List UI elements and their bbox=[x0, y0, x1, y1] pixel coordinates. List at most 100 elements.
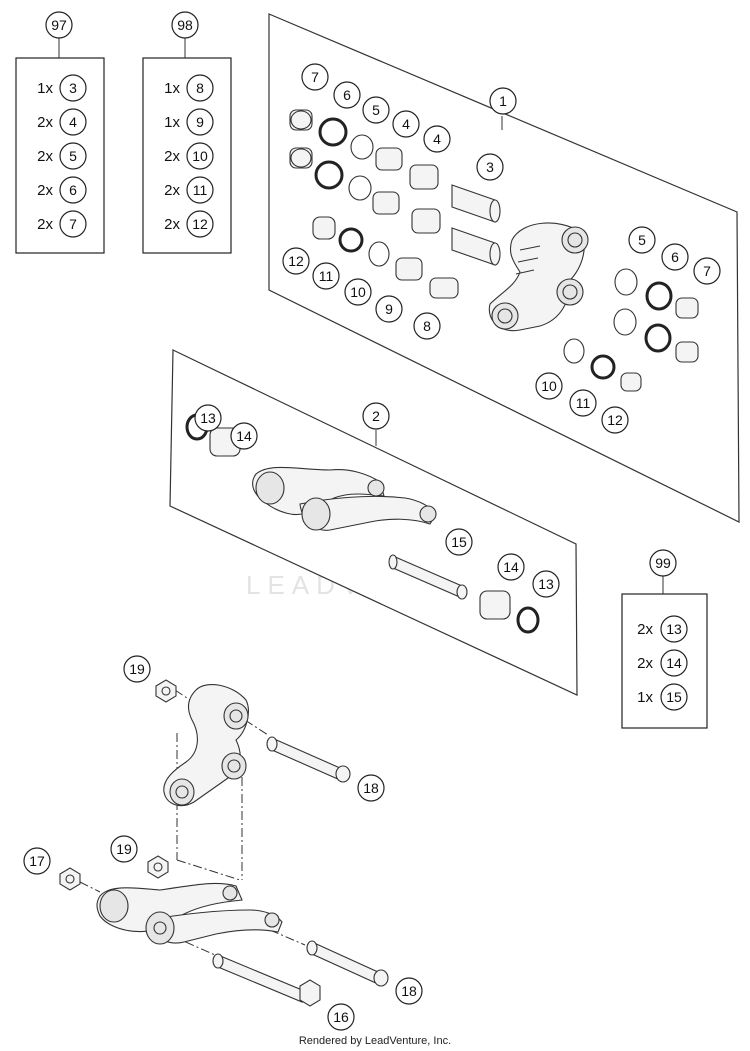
callout-circle[interactable] bbox=[312, 262, 340, 290]
callout-c9[interactable]: 9 bbox=[375, 295, 403, 323]
callout-circle[interactable] bbox=[497, 553, 525, 581]
kit-row-part-callout[interactable] bbox=[186, 108, 214, 136]
callout-c12a[interactable]: 12 bbox=[282, 247, 310, 275]
callout-circle[interactable] bbox=[413, 312, 441, 340]
callout-circle[interactable] bbox=[110, 835, 138, 863]
callout-circle[interactable] bbox=[489, 87, 517, 115]
callout-c17[interactable]: 17 bbox=[23, 847, 51, 875]
kit-98-callout[interactable] bbox=[171, 11, 199, 39]
callout-c10b[interactable]: 10 bbox=[535, 372, 563, 400]
kit-98-number: 98 bbox=[177, 17, 193, 33]
kit-row-part: 7 bbox=[69, 216, 77, 232]
callout-c12b[interactable]: 12 bbox=[601, 406, 629, 434]
callout-circle[interactable] bbox=[693, 257, 721, 285]
kit-row-part-callout[interactable] bbox=[660, 615, 688, 643]
callout-c19b[interactable]: 19 bbox=[110, 835, 138, 863]
callout-c18a[interactable]: 18 bbox=[357, 774, 385, 802]
callout-c7b[interactable]: 7 bbox=[693, 257, 721, 285]
callout-c4a[interactable]: 4 bbox=[392, 110, 420, 138]
callout-circle[interactable] bbox=[476, 153, 504, 181]
callout-circle[interactable] bbox=[23, 847, 51, 875]
callout-c7a[interactable]: 7 bbox=[301, 63, 329, 91]
kit-row-part-callout[interactable] bbox=[186, 142, 214, 170]
kit-row-qty: 2x bbox=[37, 182, 53, 199]
callout-c11a[interactable]: 11 bbox=[312, 262, 340, 290]
kit-row-qty: 2x bbox=[164, 216, 180, 233]
kit-row-part-callout[interactable] bbox=[186, 176, 214, 204]
callout-circle[interactable] bbox=[532, 570, 560, 598]
callout-circle[interactable] bbox=[357, 774, 385, 802]
callout-c5b[interactable]: 5 bbox=[628, 226, 656, 254]
kit-row-part-callout[interactable] bbox=[660, 649, 688, 677]
callout-circle[interactable] bbox=[282, 247, 310, 275]
callout-circle[interactable] bbox=[423, 125, 451, 153]
kit-row-part-callout[interactable] bbox=[59, 210, 87, 238]
kit-row-part-callout[interactable] bbox=[59, 108, 87, 136]
callout-circle[interactable] bbox=[395, 977, 423, 1005]
callout-circle[interactable] bbox=[344, 278, 372, 306]
callout-c2[interactable]: 2 bbox=[362, 402, 390, 430]
callout-c18b[interactable]: 18 bbox=[395, 977, 423, 1005]
callout-circle[interactable] bbox=[628, 226, 656, 254]
kit-row-qty: 2x bbox=[637, 621, 653, 638]
callout-c3[interactable]: 3 bbox=[476, 153, 504, 181]
callout-circle[interactable] bbox=[362, 96, 390, 124]
callout-c16[interactable]: 16 bbox=[327, 1003, 355, 1031]
callout-c14b[interactable]: 14 bbox=[497, 553, 525, 581]
callout-circle[interactable] bbox=[123, 655, 151, 683]
callout-c6b[interactable]: 6 bbox=[661, 243, 689, 271]
kit-row-part: 5 bbox=[69, 148, 77, 164]
callout-circle[interactable] bbox=[535, 372, 563, 400]
callout-circle[interactable] bbox=[445, 528, 473, 556]
kit-99-number: 99 bbox=[655, 555, 671, 571]
callout-circle[interactable] bbox=[194, 404, 222, 432]
kit-row: 1x 8 bbox=[164, 74, 214, 102]
callout-label: 9 bbox=[385, 301, 393, 317]
kit-row-part-callout[interactable] bbox=[660, 683, 688, 711]
callout-c15[interactable]: 15 bbox=[445, 528, 473, 556]
kit-row-part-callout[interactable] bbox=[59, 74, 87, 102]
callout-label: 2 bbox=[372, 408, 380, 424]
kit-row-qty: 2x bbox=[637, 655, 653, 672]
callout-c5a[interactable]: 5 bbox=[362, 96, 390, 124]
callout-c19a[interactable]: 19 bbox=[123, 655, 151, 683]
callout-label: 6 bbox=[343, 87, 351, 103]
callout-circle[interactable] bbox=[327, 1003, 355, 1031]
kit-row-part-callout[interactable] bbox=[59, 142, 87, 170]
kit-97-callout[interactable] bbox=[45, 11, 73, 39]
callout-c8[interactable]: 8 bbox=[413, 312, 441, 340]
callout-c14a[interactable]: 14 bbox=[230, 422, 258, 450]
kit-row-part: 8 bbox=[196, 80, 204, 96]
kit-row-part-callout[interactable] bbox=[59, 176, 87, 204]
callout-circle[interactable] bbox=[301, 63, 329, 91]
callout-circle[interactable] bbox=[569, 389, 597, 417]
callout-circle[interactable] bbox=[601, 406, 629, 434]
callout-c13b[interactable]: 13 bbox=[532, 570, 560, 598]
callout-circle[interactable] bbox=[375, 295, 403, 323]
callout-circle[interactable] bbox=[230, 422, 258, 450]
callout-c4b[interactable]: 4 bbox=[423, 125, 451, 153]
callout-c6a[interactable]: 6 bbox=[333, 81, 361, 109]
callout-circle[interactable] bbox=[333, 81, 361, 109]
kit-row-part-callout[interactable] bbox=[186, 210, 214, 238]
kit-row-part: 10 bbox=[192, 148, 208, 164]
kit-row-qty: 1x bbox=[164, 114, 180, 131]
bolt-16 bbox=[212, 953, 321, 1007]
kit-row-part-callout[interactable] bbox=[186, 74, 214, 102]
callout-c10a[interactable]: 10 bbox=[344, 278, 372, 306]
callout-c11b[interactable]: 11 bbox=[569, 389, 597, 417]
kit-row-qty: 1x bbox=[164, 80, 180, 97]
kit-99-callout[interactable] bbox=[649, 549, 677, 577]
callout-circle[interactable] bbox=[362, 402, 390, 430]
kit-row-qty: 2x bbox=[37, 148, 53, 165]
callout-circle[interactable] bbox=[661, 243, 689, 271]
callout-c1[interactable]: 1 bbox=[489, 87, 517, 115]
callout-c13a[interactable]: 13 bbox=[194, 404, 222, 432]
callout-circle[interactable] bbox=[392, 110, 420, 138]
